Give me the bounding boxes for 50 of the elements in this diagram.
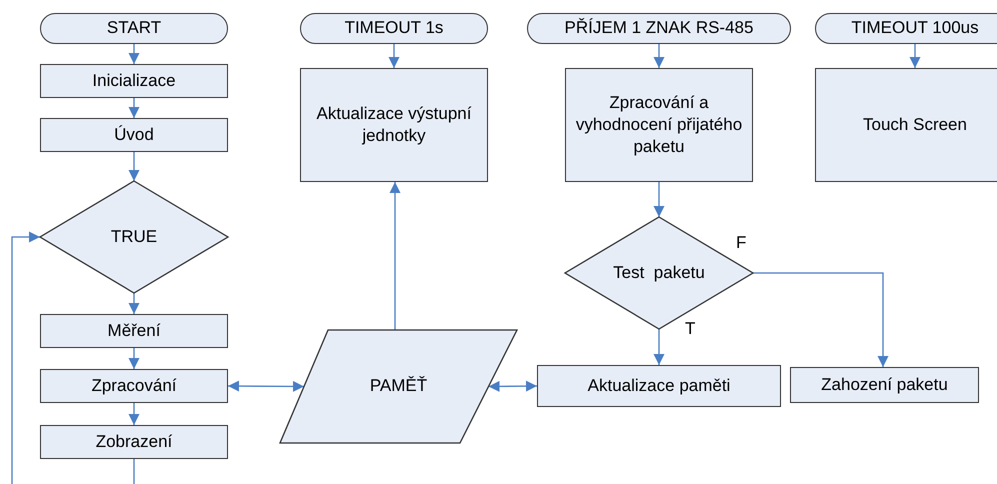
process-box (537, 365, 781, 407)
process-box (40, 369, 228, 403)
arrow (654, 44, 664, 68)
arrow (11, 232, 40, 484)
process-box (565, 68, 753, 182)
arrow (388, 44, 400, 68)
arrow (128, 44, 140, 64)
node-text: Test paketu (613, 262, 705, 284)
terminator-shape (527, 13, 791, 44)
terminator-shape (300, 13, 488, 44)
data-parallelogram (280, 330, 517, 443)
node-text: Zpracování (91, 374, 177, 397)
arrow (488, 380, 537, 392)
arrow (128, 403, 140, 425)
arrow (128, 348, 140, 369)
node-text: PŘÍJEM 1 ZNAK RS-485 (564, 17, 754, 40)
arrow (654, 182, 664, 217)
node-text: TIMEOUT 100us (851, 17, 979, 40)
process-box (40, 118, 228, 152)
process-box (40, 425, 228, 459)
node-text: Zpracování a vyhodnocení přijatého paketu (574, 92, 744, 158)
node-text: Touch Screen (863, 114, 967, 136)
node-text: Aktualizace výstupní jednotky (316, 102, 472, 147)
process-box (40, 314, 228, 348)
arrow (654, 329, 664, 365)
arrow (910, 44, 920, 68)
arrow (753, 272, 888, 367)
decision-diamond (40, 181, 228, 293)
node-text: TIMEOUT 1s (344, 17, 444, 40)
arrow (128, 152, 140, 181)
arrow (228, 380, 304, 392)
terminator-shape (815, 13, 997, 44)
arrow (128, 293, 140, 314)
connector-line (133, 459, 135, 484)
node-text: Aktualizace paměti (588, 374, 730, 397)
arrow (390, 182, 400, 330)
node-text: Úvod (114, 124, 154, 146)
process-box (790, 367, 979, 403)
terminator-shape (40, 13, 228, 44)
process-box (40, 64, 228, 98)
node-text: Zobrazení (96, 430, 172, 453)
arrow (128, 98, 140, 118)
node-text: Inicializace (92, 70, 176, 92)
node-text: Měření (108, 320, 160, 342)
node-text: START (106, 17, 162, 40)
process-box (300, 68, 488, 182)
node-text: TRUE (110, 226, 158, 248)
node-text: PAMĚŤ (370, 375, 428, 398)
node-text: Zahození paketu (821, 374, 948, 396)
process-box (815, 68, 997, 182)
